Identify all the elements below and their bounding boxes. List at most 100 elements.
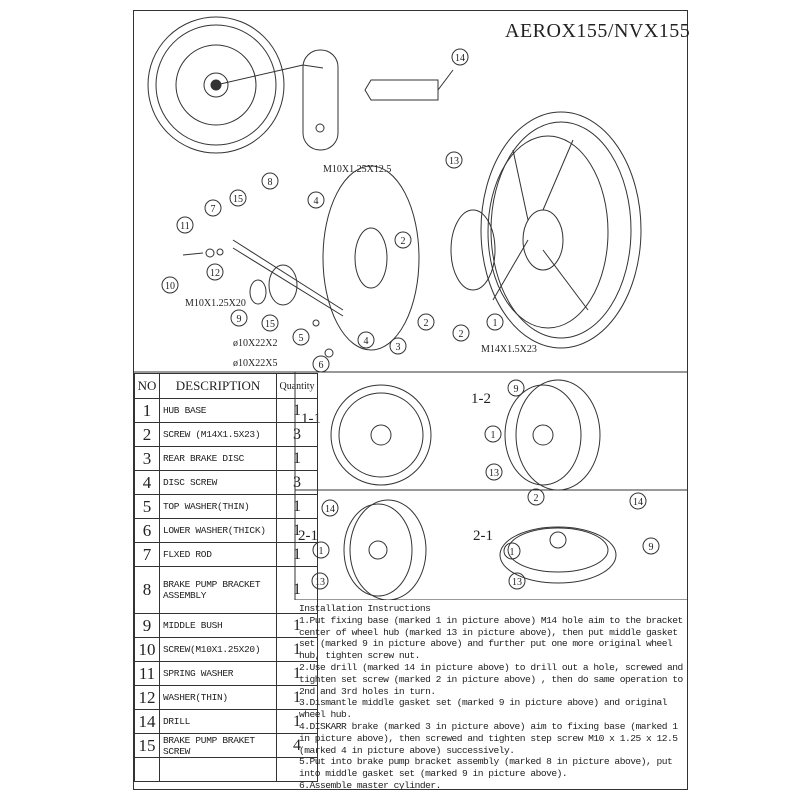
cell-qty: 1 bbox=[276, 398, 318, 423]
callout: 5 bbox=[292, 328, 310, 346]
instruction-step: 4.DISKARR brake (marked 3 in picture abo… bbox=[299, 720, 678, 756]
cell-desc: WASHER(THIN) bbox=[159, 685, 277, 710]
svg-text:2: 2 bbox=[459, 329, 464, 340]
cell-qty: 4 bbox=[276, 733, 318, 758]
svg-text:2: 2 bbox=[401, 236, 406, 247]
svg-text:11: 11 bbox=[180, 221, 190, 232]
svg-text:9: 9 bbox=[514, 384, 519, 395]
cell-no: 10 bbox=[134, 637, 160, 662]
callout: 10 bbox=[161, 276, 179, 294]
svg-text:M10X1.25X12.5: M10X1.25X12.5 bbox=[323, 164, 391, 175]
callout: 9 bbox=[230, 309, 248, 327]
callout: 11 bbox=[176, 216, 194, 234]
svg-text:4: 4 bbox=[314, 196, 319, 207]
callout: 13 bbox=[485, 463, 503, 481]
drill-illustration bbox=[364, 69, 454, 101]
cell-qty: 3 bbox=[276, 470, 318, 495]
cell-desc: REAR BRAKE DISC bbox=[159, 446, 277, 471]
cell-qty: 1 bbox=[276, 446, 318, 471]
callout: 3 bbox=[389, 337, 407, 355]
svg-text:1: 1 bbox=[510, 547, 515, 558]
instruction-sheet bbox=[133, 10, 688, 790]
callout-14: 14 bbox=[451, 48, 469, 66]
brake-disc-illustration bbox=[322, 165, 420, 351]
svg-text:15: 15 bbox=[233, 194, 243, 205]
callout: 2 bbox=[527, 488, 545, 506]
svg-text:M10X1.25X20: M10X1.25X20 bbox=[185, 298, 246, 309]
callout: 7 bbox=[204, 199, 222, 217]
callout: 1 bbox=[484, 425, 502, 443]
callout: 12 bbox=[206, 263, 224, 281]
svg-text:1: 1 bbox=[493, 318, 498, 329]
callout: 14 bbox=[629, 492, 647, 510]
callout: 14 13 8 15 4 7 11 12 10 9 15 5 6 4 3 2 2… bbox=[161, 48, 504, 373]
svg-text:9: 9 bbox=[649, 542, 654, 553]
callout: 1 bbox=[486, 313, 504, 331]
callout: 8 bbox=[261, 172, 279, 190]
svg-text:14: 14 bbox=[325, 504, 335, 515]
step-1-2-wheel bbox=[504, 379, 601, 491]
cell-desc: BRAKE PUMP BRAKET SCREW bbox=[159, 733, 277, 758]
cell-no: 2 bbox=[134, 422, 160, 447]
cell-no: 11 bbox=[134, 661, 160, 686]
svg-text:ø10X22X5: ø10X22X5 bbox=[233, 358, 277, 369]
svg-text:8: 8 bbox=[268, 177, 273, 188]
cell-qty: 1 bbox=[276, 542, 318, 567]
svg-text:1-2: 1-2 bbox=[471, 391, 491, 407]
svg-text:12: 12 bbox=[210, 268, 220, 279]
hub-base-illustration bbox=[450, 209, 496, 291]
svg-text:2-1: 2-1 bbox=[473, 528, 493, 544]
callout: 6 bbox=[312, 355, 330, 373]
svg-text:6: 6 bbox=[319, 360, 324, 371]
cell-no: 9 bbox=[134, 613, 160, 638]
cell-desc: SPRING WASHER bbox=[159, 661, 277, 686]
svg-text:10: 10 bbox=[165, 281, 175, 292]
callout: 9 bbox=[642, 537, 660, 555]
cell-no: 8 bbox=[134, 566, 160, 614]
svg-text:1: 1 bbox=[319, 546, 324, 557]
instruction-step: 6.Assemble master cylinder. bbox=[299, 779, 441, 791]
cell-qty: 1 bbox=[276, 494, 318, 519]
cell-desc: BRAKE PUMP BRACKET ASSEMBLY bbox=[159, 566, 277, 614]
cell-no: 7 bbox=[134, 542, 160, 567]
cell-desc: FLXED ROD bbox=[159, 542, 277, 567]
svg-text:M14X1.5X23: M14X1.5X23 bbox=[481, 344, 537, 355]
cell-no: 1 bbox=[134, 398, 160, 423]
svg-text:13: 13 bbox=[512, 577, 522, 588]
svg-text:5: 5 bbox=[299, 333, 304, 344]
cell-desc: DRILL bbox=[159, 709, 277, 734]
svg-text:13: 13 bbox=[489, 468, 499, 479]
instruction-step: 5.Put into brake pump bracket assembly (… bbox=[299, 756, 673, 780]
svg-text:7: 7 bbox=[211, 204, 216, 215]
callout: 2 bbox=[452, 324, 470, 342]
instructions-heading: Installation Instructions bbox=[299, 603, 431, 614]
callout: 15 bbox=[261, 314, 279, 332]
callout: 14 bbox=[321, 499, 339, 517]
svg-text:13: 13 bbox=[449, 156, 459, 167]
cell-no: 5 bbox=[134, 494, 160, 519]
bracket-illustration bbox=[268, 264, 298, 306]
callout: 15 bbox=[229, 189, 247, 207]
svg-text:14: 14 bbox=[633, 497, 643, 508]
cell-qty: 3 bbox=[276, 422, 318, 447]
cell-desc: SCREW (M14X1.5X23) bbox=[159, 422, 277, 447]
cell-qty: 1 bbox=[276, 637, 318, 662]
instruction-step: 2.Use drill (marked 14 in picture above)… bbox=[299, 661, 683, 697]
svg-text:ø10X22X2: ø10X22X2 bbox=[233, 338, 277, 349]
callout: 2 bbox=[394, 231, 412, 249]
callout: 9 bbox=[507, 379, 525, 397]
callout: 4 bbox=[307, 191, 325, 209]
svg-text:14: 14 bbox=[455, 53, 465, 64]
installation-instructions: Installation Instructions 1.Put fixing b… bbox=[299, 603, 687, 792]
